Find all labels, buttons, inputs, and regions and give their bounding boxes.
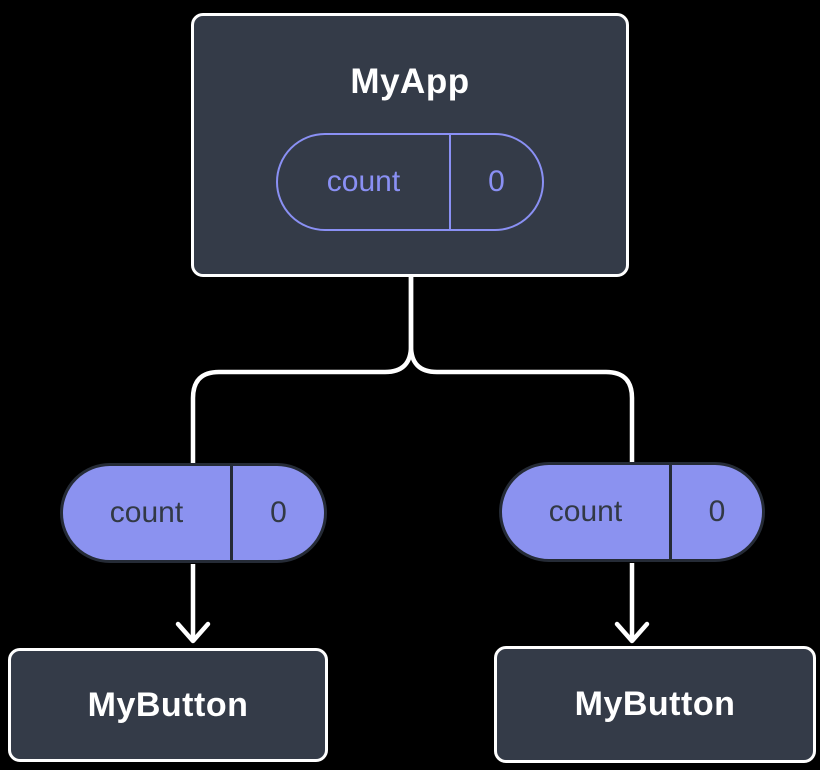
prop-pill-value: 0 bbox=[708, 495, 726, 528]
left-child-component-title: MyButton bbox=[87, 685, 249, 724]
prop-pill-label: count bbox=[502, 465, 672, 559]
state-pill-label: count bbox=[278, 135, 451, 229]
left-prop-pill: count 0 bbox=[60, 463, 327, 563]
left-arrow-down-icon bbox=[175, 564, 211, 644]
right-prop-pill: count 0 bbox=[499, 462, 765, 562]
prop-pill-value: 0 bbox=[270, 496, 287, 529]
root-component-node: MyApp count 0 bbox=[191, 13, 629, 277]
prop-pill-label: count bbox=[63, 466, 233, 560]
root-to-left-child-connector bbox=[190, 277, 414, 463]
left-child-component-node: MyButton bbox=[8, 648, 328, 762]
root-to-right-child-connector bbox=[408, 277, 635, 462]
state-pill-value: 0 bbox=[488, 165, 505, 198]
right-child-component-node: MyButton bbox=[494, 646, 816, 763]
right-child-component-title: MyButton bbox=[574, 685, 736, 723]
root-component-title: MyApp bbox=[350, 62, 470, 101]
root-state-pill: count 0 bbox=[276, 133, 544, 231]
right-arrow-down-icon bbox=[614, 563, 650, 644]
